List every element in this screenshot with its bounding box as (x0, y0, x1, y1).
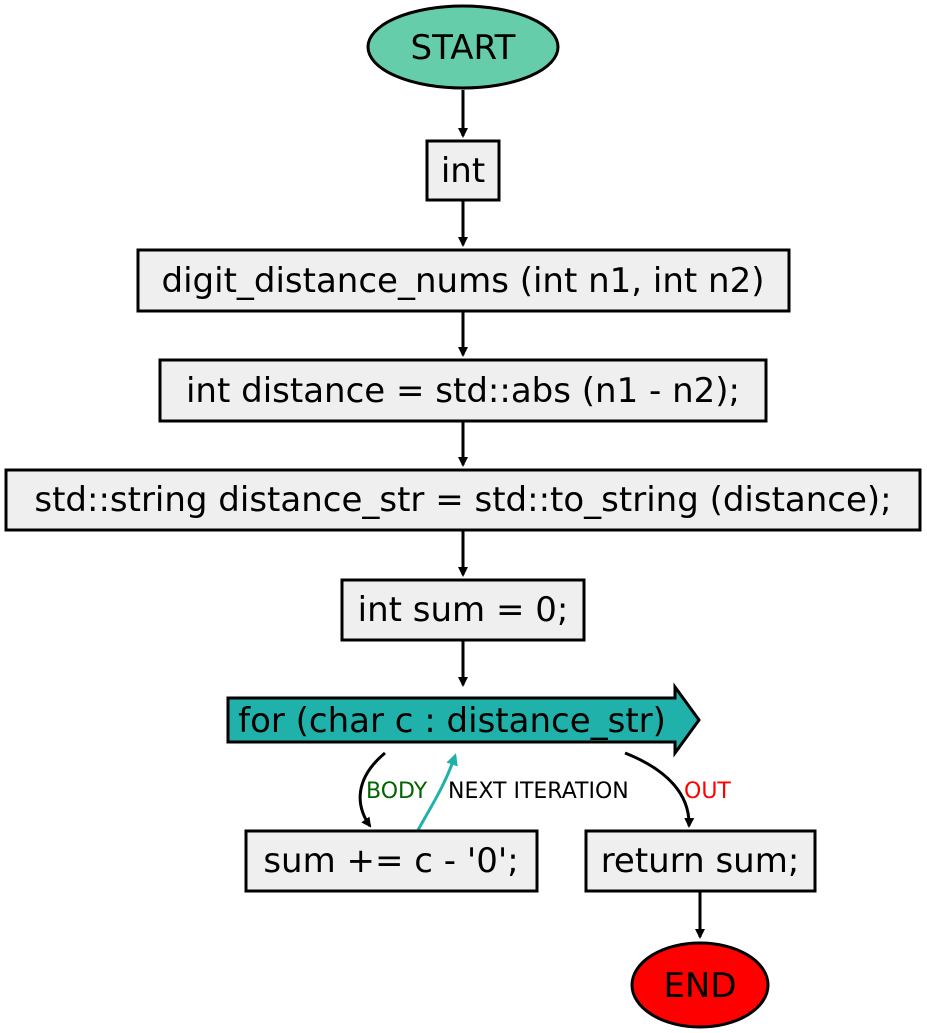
edge-loop-out (624, 751, 695, 828)
edge-loop-body (358, 751, 386, 828)
return-type-node: int (425, 139, 501, 202)
sum-init-node: int sum = 0; (340, 578, 586, 642)
end-node: END (630, 941, 770, 1029)
loop-body-node: sum += c - '0'; (244, 829, 539, 893)
return-node: return sum; (584, 829, 817, 893)
return-label: return sum; (601, 841, 800, 881)
distance-step-label: int distance = std::abs (n1 - n2); (186, 371, 740, 411)
signature-label: digit_distance_nums (int n1, int n2) (162, 261, 765, 301)
body-edge-label: BODY (366, 779, 428, 804)
start-label: START (411, 28, 516, 68)
string-step-node: std::string distance_str = std::to_strin… (4, 468, 922, 532)
sum-init-label: int sum = 0; (358, 590, 569, 630)
loop-body-label: sum += c - '0'; (263, 841, 518, 881)
out-edge-label: OUT (684, 779, 731, 804)
start-node: START (366, 4, 560, 90)
signature-node: digit_distance_nums (int n1, int n2) (136, 248, 791, 313)
return-type-label: int (441, 151, 485, 191)
end-label: END (663, 966, 736, 1006)
loop-node: for (char c : distance_str) (226, 682, 701, 758)
loop-label: for (char c : distance_str) (238, 701, 666, 741)
distance-step-node: int distance = std::abs (n1 - n2); (158, 358, 768, 423)
string-step-label: std::string distance_str = std::to_strin… (34, 480, 891, 520)
edge-next-iteration (416, 753, 458, 831)
next-iteration-edge-label: NEXT ITERATION (448, 779, 629, 804)
